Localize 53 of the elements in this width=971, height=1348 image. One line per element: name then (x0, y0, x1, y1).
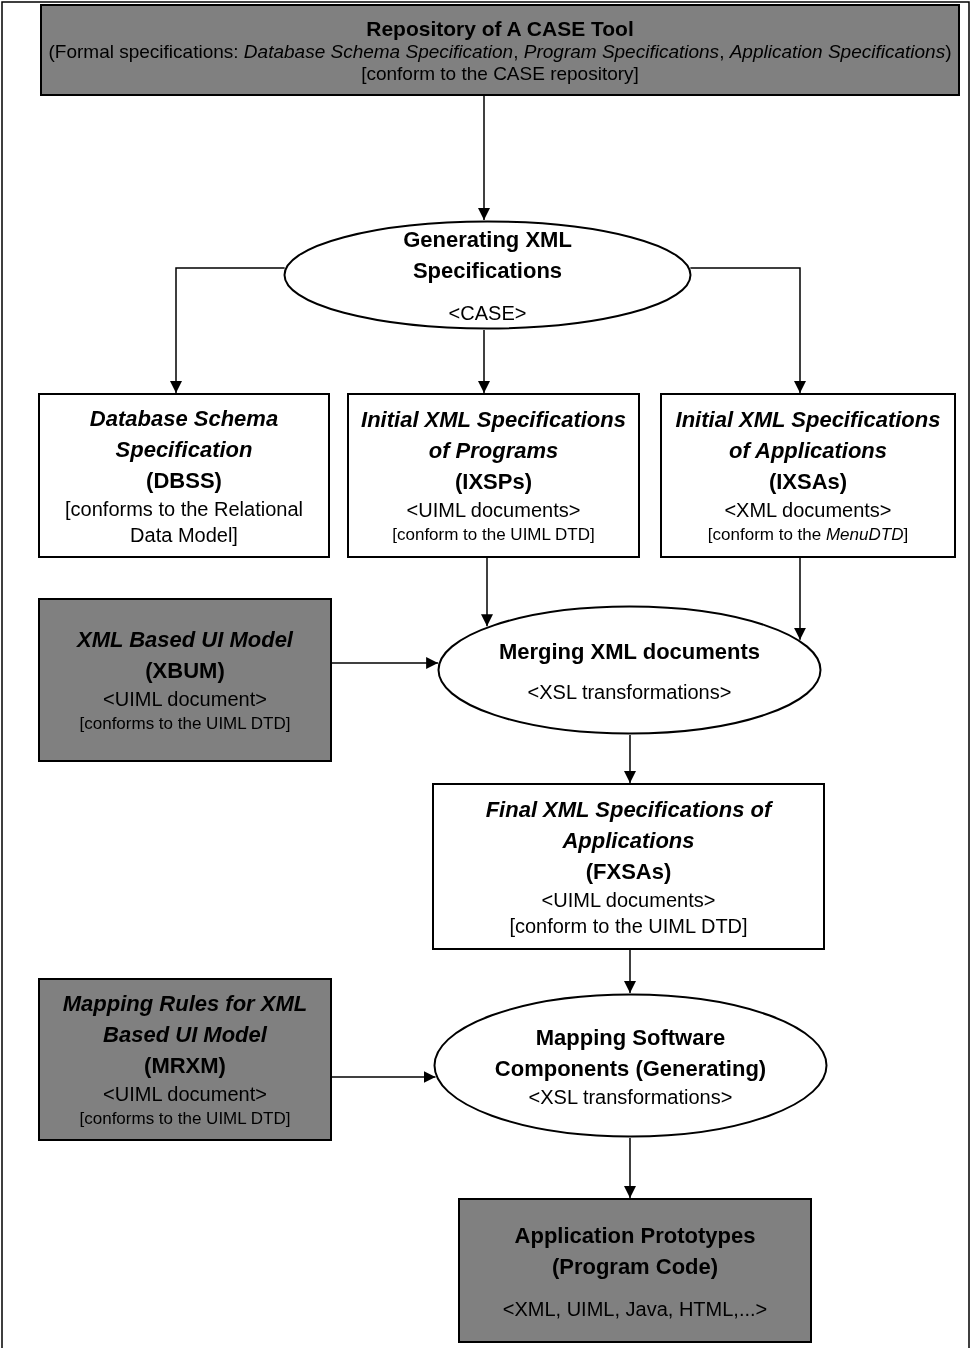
arrow (794, 557, 806, 641)
node-note: (Formal specifications: Database Schema Specification, Program Specifications, Application Specifications) (48, 40, 952, 63)
node-title: Generating XML Specifications (402, 226, 573, 285)
node-note: <UIML documents> (541, 888, 716, 913)
node-title: Initial XML Specifications of Applications (674, 406, 942, 465)
arrow (481, 557, 493, 628)
node-note: [conforms to the Relational Data Model] (64, 497, 304, 548)
node-title: (IXSAs) (768, 468, 848, 496)
node-title: Initial XML Specifications of Programs (360, 406, 627, 465)
node-title: Application Prototypes (Program Code) (513, 1221, 757, 1281)
node-note: <UIML document> (103, 687, 267, 712)
node-note: [conform to the CASE repository] (361, 62, 639, 85)
input-box (38, 978, 332, 1141)
input-box (458, 1198, 812, 1343)
node-title: (MRXM) (144, 1052, 226, 1080)
node-title: Mapping Rules for XML Based UI Model (61, 990, 309, 1049)
node-title: Repository of A CASE Tool (366, 15, 634, 41)
arrow (624, 949, 636, 994)
node-title: (DBSS) (146, 467, 222, 495)
arrow (331, 1071, 437, 1083)
arrow (624, 1137, 636, 1199)
node-note: [conforms to the UIML DTD] (79, 1108, 291, 1130)
arrow (170, 267, 286, 394)
node-title: (XBUM) (145, 657, 225, 685)
node-title: Mapping Software Components (Generating) (493, 1023, 768, 1083)
node-note: [conform to the UIML DTD] (509, 914, 748, 939)
arrow (478, 329, 490, 394)
node-title: Merging XML documents (498, 637, 761, 666)
node-note: <UIML document> (103, 1082, 267, 1107)
node-note: [conform to the MenuDTD] (707, 524, 909, 546)
node-title: Final XML Specifications of Applications (484, 796, 774, 855)
document-box (347, 393, 640, 558)
node-note: <UIML documents> (406, 498, 581, 523)
arrow (624, 734, 636, 784)
node-title: XML Based UI Model (77, 626, 293, 654)
node-note: <XML documents> (724, 498, 892, 523)
node-note: [conforms to the UIML DTD] (79, 713, 291, 735)
node-note: [conform to the UIML DTD] (392, 524, 595, 546)
input-box (38, 598, 332, 762)
node-note: <CASE> (448, 301, 527, 326)
document-box (432, 783, 825, 950)
arrow (478, 95, 490, 221)
node-title: (FXSAs) (585, 858, 672, 886)
node-note: <XML, UIML, Java, HTML,...> (502, 1296, 768, 1322)
node-note: <XSL transformations> (528, 1084, 733, 1110)
document-box (38, 393, 330, 558)
node-title: Database Schema Specification (88, 405, 280, 464)
node-title: (IXSPs) (455, 468, 532, 496)
arrow (689, 267, 806, 394)
arrow (331, 657, 439, 669)
node-note: <XSL transformations> (527, 679, 732, 705)
input-box (40, 4, 960, 96)
document-box (660, 393, 956, 558)
